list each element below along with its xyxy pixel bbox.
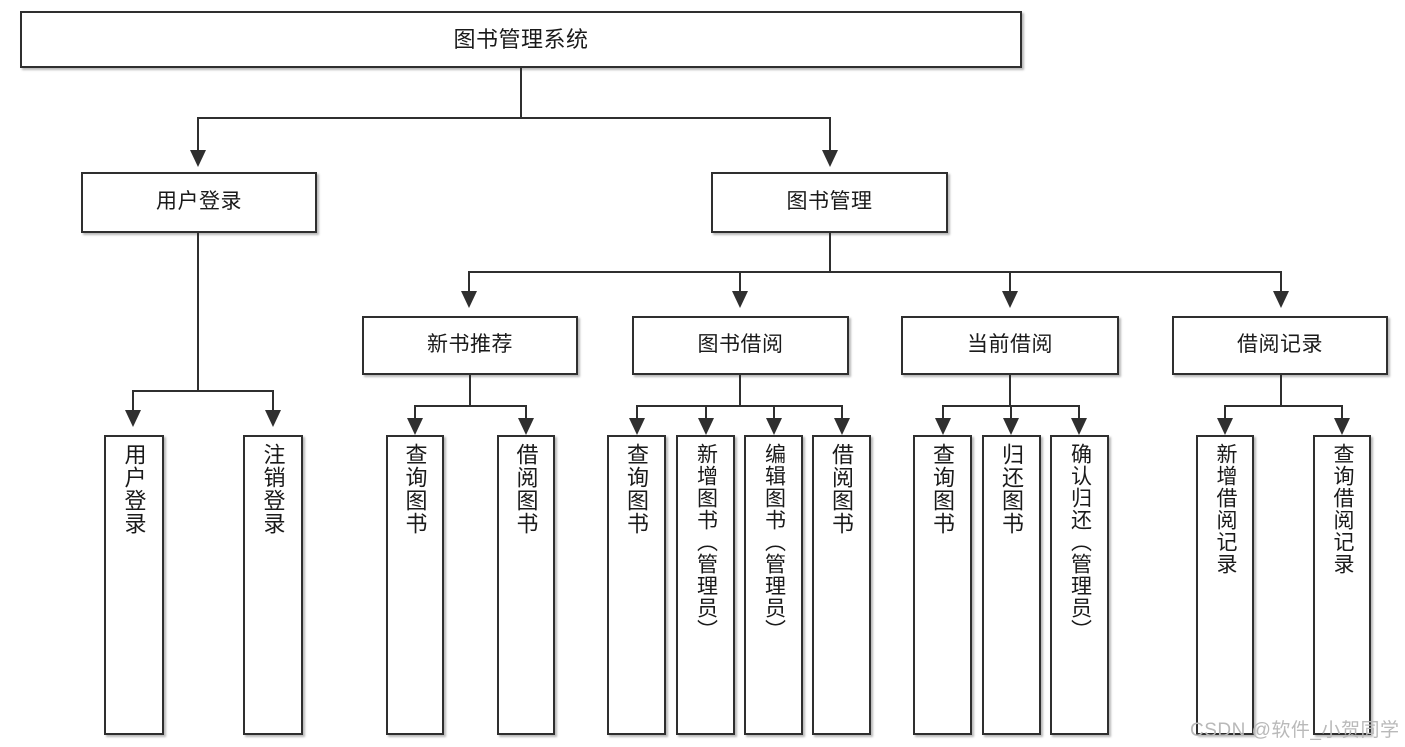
connector-drop-bb-borrow <box>841 405 843 422</box>
connector-book-borrow-stem <box>739 375 741 406</box>
connector-drop-bb-add <box>705 405 707 422</box>
arrow-current-borrow <box>1002 291 1018 308</box>
arrow-br-query <box>1334 418 1350 435</box>
connector-borrow-record-stem <box>1280 375 1282 406</box>
connector-drop-leaf-user-login <box>132 390 134 412</box>
arrow-cb-query <box>935 418 951 435</box>
node-leaf-logout[interactable]: 注销登录 <box>243 435 303 735</box>
connector-drop-borrow-record <box>1280 271 1282 293</box>
node-label: 借阅记录 <box>1237 333 1323 357</box>
connector-drop-book-manage <box>829 117 831 152</box>
node-label: 用户登录 <box>156 190 242 214</box>
node-root-system[interactable]: 图书管理系统 <box>20 11 1022 68</box>
connector-drop-nb-query <box>414 405 416 422</box>
node-label: 图书借阅 <box>697 333 784 357</box>
node-label: 用户登录 <box>121 443 147 535</box>
node-label: 图书管理系统 <box>453 26 589 52</box>
arrow-bb-add <box>698 418 714 435</box>
node-book-management[interactable]: 图书管理 <box>711 172 948 233</box>
node-leaf-bb-query-book[interactable]: 查询图书 <box>607 435 666 735</box>
node-leaf-br-add-record[interactable]: 新增借阅记录 <box>1196 435 1254 735</box>
arrow-cb-confirm <box>1071 418 1087 435</box>
node-label: 新增借阅记录 <box>1214 443 1238 575</box>
node-label: 编辑图书（管理员） <box>762 443 786 641</box>
node-user-login[interactable]: 用户登录 <box>81 172 317 233</box>
node-label: 查询图书 <box>624 443 650 535</box>
arrow-br-add <box>1217 418 1233 435</box>
arrow-new-book <box>461 291 477 308</box>
node-book-borrow[interactable]: 图书借阅 <box>632 316 849 375</box>
node-label: 新增图书（管理员） <box>694 443 718 641</box>
node-leaf-nb-query-book[interactable]: 查询图书 <box>386 435 444 735</box>
arrow-leaf-user-login <box>125 410 141 427</box>
arrow-bb-edit <box>766 418 782 435</box>
arrow-book-manage <box>822 150 838 167</box>
arrow-leaf-logout <box>265 410 281 427</box>
node-label: 借阅图书 <box>513 443 539 535</box>
connector-book-manage-stem <box>829 233 831 272</box>
connector-book-borrow-bus <box>636 405 843 407</box>
node-label: 归还图书 <box>999 443 1025 535</box>
connector-drop-user-login <box>197 117 199 152</box>
arrow-cb-return <box>1003 418 1019 435</box>
node-leaf-bb-add-book[interactable]: 新增图书（管理员） <box>676 435 735 735</box>
arrow-user-login <box>190 150 206 167</box>
node-leaf-nb-borrow-book[interactable]: 借阅图书 <box>497 435 555 735</box>
connector-root-bus <box>197 117 831 119</box>
arrow-book-borrow <box>732 291 748 308</box>
arrow-bb-borrow <box>834 418 850 435</box>
connector-drop-br-add <box>1224 405 1226 422</box>
node-label: 查询借阅记录 <box>1331 443 1355 575</box>
connector-user-login-bus <box>132 390 274 392</box>
node-leaf-cb-query-book[interactable]: 查询图书 <box>913 435 972 735</box>
node-label: 借阅图书 <box>829 443 855 535</box>
node-leaf-user-login[interactable]: 用户登录 <box>104 435 164 735</box>
connector-drop-book-borrow <box>739 271 741 293</box>
node-label: 图书管理 <box>786 190 873 214</box>
connector-drop-br-query <box>1341 405 1343 422</box>
node-leaf-bb-borrow-book[interactable]: 借阅图书 <box>812 435 871 735</box>
node-leaf-br-query-record[interactable]: 查询借阅记录 <box>1313 435 1371 735</box>
node-leaf-cb-confirm-return[interactable]: 确认归还（管理员） <box>1050 435 1109 735</box>
connector-drop-bb-edit <box>773 405 775 422</box>
arrow-nb-query <box>407 418 423 435</box>
connector-borrow-record-bus <box>1224 405 1343 407</box>
connector-drop-nb-borrow <box>525 405 527 422</box>
node-current-borrow[interactable]: 当前借阅 <box>901 316 1119 375</box>
node-borrow-record[interactable]: 借阅记录 <box>1172 316 1388 375</box>
node-label: 新书推荐 <box>427 333 513 357</box>
connector-drop-cb-confirm <box>1078 405 1080 422</box>
arrow-bb-query <box>629 418 645 435</box>
connector-root-stem <box>520 68 522 118</box>
connector-new-book-stem <box>469 375 471 406</box>
connector-current-borrow-stem <box>1009 375 1011 406</box>
node-label: 当前借阅 <box>967 333 1053 357</box>
arrow-nb-borrow <box>518 418 534 435</box>
node-label: 确认归还（管理员） <box>1068 443 1092 641</box>
connector-book-manage-bus <box>468 271 1282 273</box>
connector-drop-current-borrow <box>1009 271 1011 293</box>
connector-drop-leaf-logout <box>272 390 274 412</box>
node-leaf-bb-edit-book[interactable]: 编辑图书（管理员） <box>744 435 803 735</box>
connector-drop-cb-return <box>1010 405 1012 422</box>
connector-drop-new-book <box>468 271 470 293</box>
connector-new-book-bus <box>414 405 527 407</box>
connector-drop-bb-query <box>636 405 638 422</box>
node-label: 查询图书 <box>930 443 956 535</box>
node-label: 注销登录 <box>260 443 286 535</box>
node-leaf-cb-return-book[interactable]: 归还图书 <box>982 435 1041 735</box>
node-label: 查询图书 <box>402 443 428 535</box>
arrow-borrow-record <box>1273 291 1289 308</box>
node-new-book-recommend[interactable]: 新书推荐 <box>362 316 578 375</box>
connector-drop-cb-query <box>942 405 944 422</box>
connector-user-login-stem <box>197 233 199 391</box>
